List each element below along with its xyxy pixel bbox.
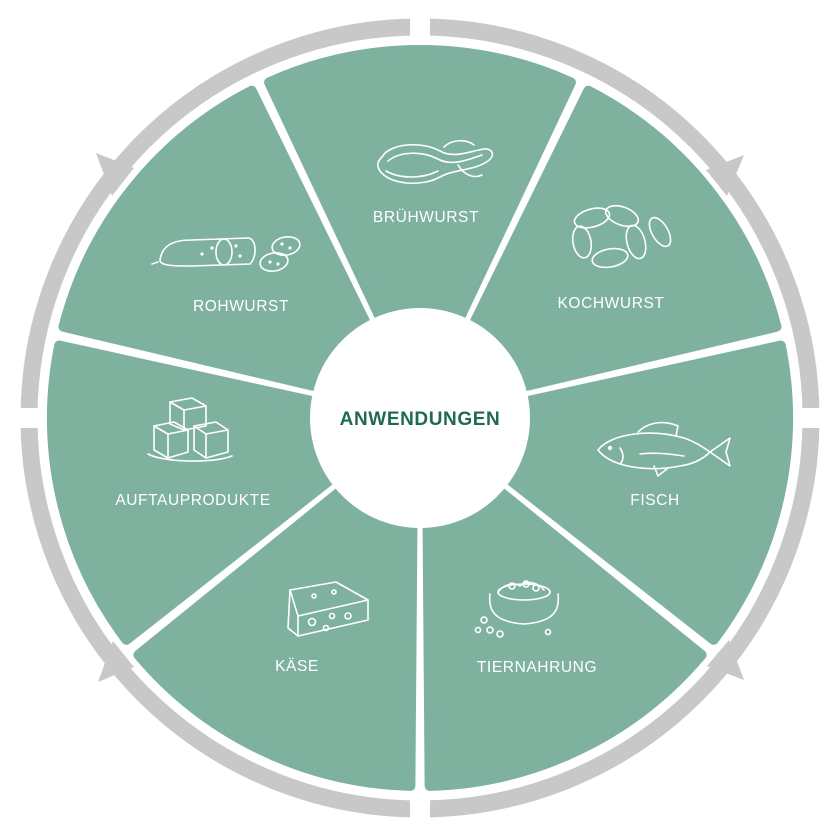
salami-icon	[151, 236, 301, 272]
ring-notch-top	[410, 2, 430, 40]
ring-arrow-bottom-right-icon	[707, 640, 744, 680]
ring-notch-bottom	[410, 795, 430, 835]
segment-label-auftauprodukte: AUFTAUPRODUKTE	[115, 492, 270, 509]
ring-arrow-top-right-icon	[706, 155, 744, 196]
segment-label-fisch: FISCH	[630, 492, 680, 509]
segment-label-rohwurst: ROHWURST	[193, 298, 289, 315]
segment-label-kochwurst: KOCHWURST	[557, 295, 664, 312]
segment-label-bruehwurst: BRÜHWURST	[373, 208, 479, 226]
ring-notch-left	[2, 408, 42, 428]
cheese-icon	[287, 581, 369, 637]
center-title: ANWENDUNGEN	[340, 409, 501, 430]
pet-food-bowl-icon	[474, 580, 560, 638]
segment-label-tiernahrung: TIERNAHRUNG	[477, 659, 597, 676]
center-circle	[310, 308, 530, 528]
fish-icon	[597, 421, 731, 477]
ring-arrow-top-left-icon	[96, 153, 134, 196]
sausage-ring-icon	[377, 139, 494, 185]
ring-notch-right	[798, 408, 839, 428]
ring-arrow-bottom-left-icon	[98, 641, 134, 682]
segment-label-kaese: KÄSE	[275, 658, 319, 675]
sausage-chain-icon	[571, 204, 672, 269]
ice-cubes-icon	[147, 397, 233, 462]
